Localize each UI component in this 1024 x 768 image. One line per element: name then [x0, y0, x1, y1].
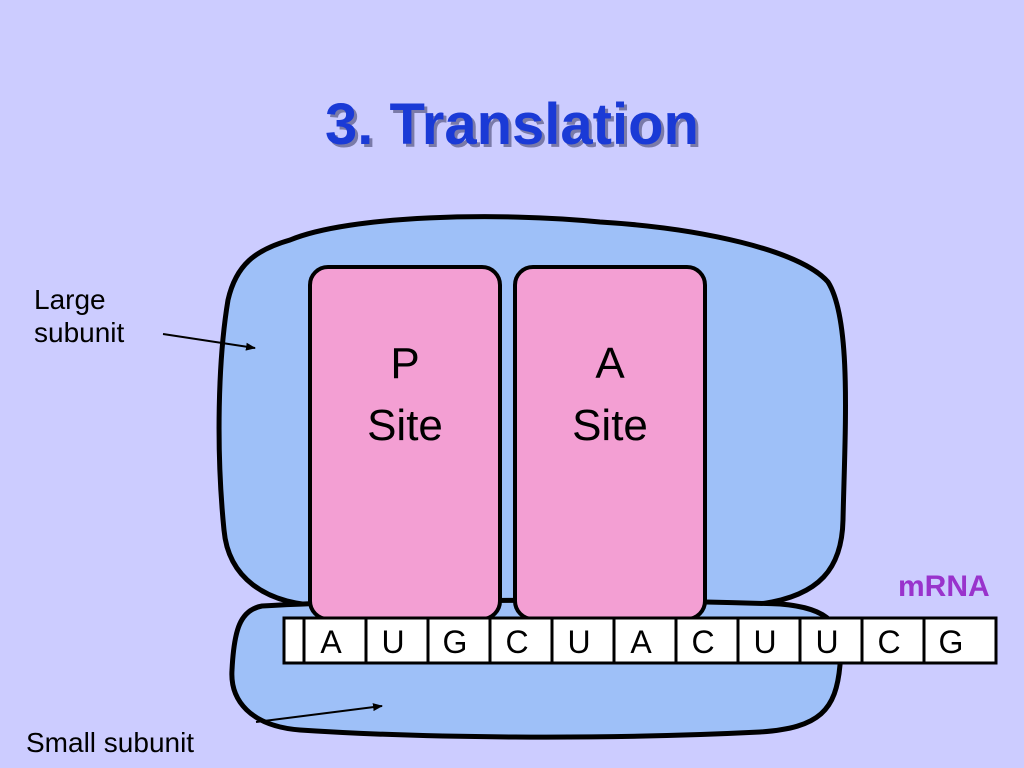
p-site: P Site	[308, 265, 502, 621]
p-site-word: Site	[367, 401, 443, 450]
mrna-base: C	[691, 624, 714, 660]
mrna-base: U	[381, 624, 404, 660]
p-site-letter: P	[390, 339, 419, 388]
large-subunit-label-line2: subunit	[34, 317, 125, 348]
mrna-base: U	[567, 624, 590, 660]
large-subunit-label: Large subunit	[34, 283, 124, 349]
mrna-base: C	[877, 624, 900, 660]
mrna-base: G	[443, 624, 468, 660]
large-subunit-label-line1: Large	[34, 284, 106, 315]
mrna-base: U	[753, 624, 776, 660]
small-subunit-arrow	[255, 703, 383, 723]
mrna-base: A	[630, 624, 652, 660]
mrna-base: A	[320, 624, 342, 660]
large-subunit-arrow	[162, 333, 256, 351]
mrna-base: U	[815, 624, 838, 660]
mrna-base: C	[505, 624, 528, 660]
a-site: A Site	[513, 265, 707, 621]
small-subunit-label: Small subunit	[26, 727, 195, 758]
mrna-base: G	[939, 624, 964, 660]
mrna-label: mRNA	[898, 570, 990, 603]
slide-title: 3. Translation	[325, 92, 699, 157]
a-site-letter: A	[595, 339, 625, 388]
a-site-word: Site	[572, 401, 648, 450]
